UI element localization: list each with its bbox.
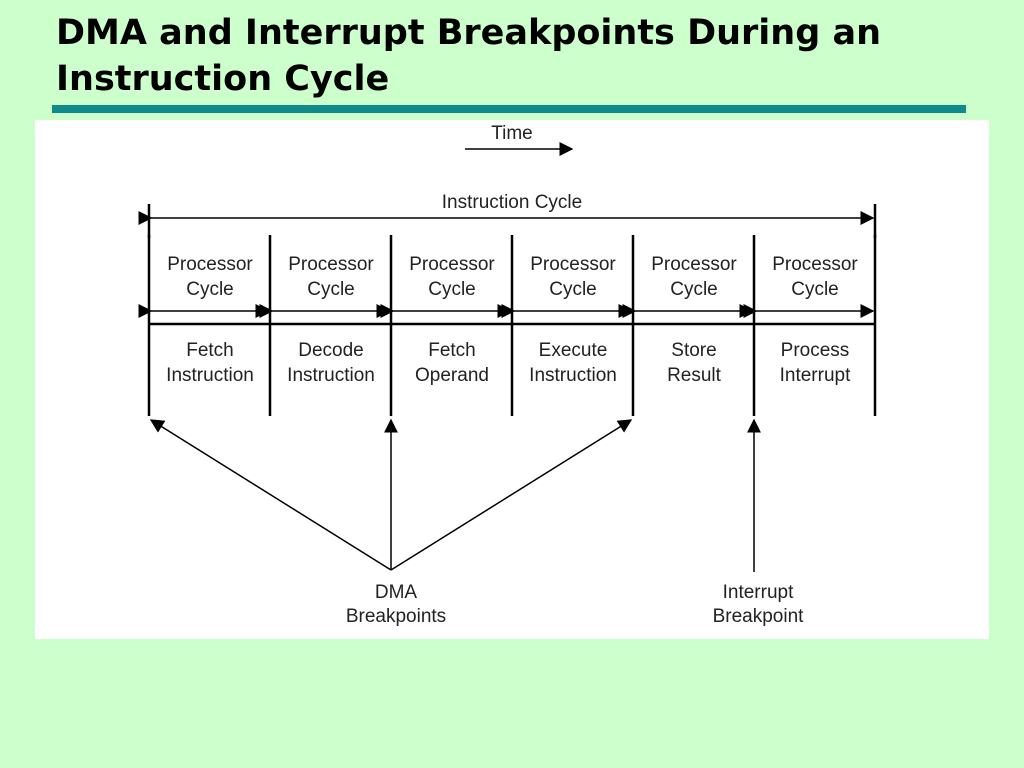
processor-cycle-label-line2: Cycle [428, 279, 476, 300]
stage-label-line2: Operand [415, 365, 489, 386]
stage-labels: Fetch Instruction Decode Instruction Fet… [166, 340, 851, 386]
title-underline-bar [52, 105, 966, 113]
diagram-panel: Time Instruction Cycle [35, 120, 989, 639]
processor-cycle-label-line1: Processor [409, 254, 495, 275]
processor-cycle-label-line1: Processor [288, 254, 374, 275]
processor-cycle-label-line2: Cycle [186, 279, 234, 300]
stage-label-line2: Result [667, 365, 722, 386]
slide-title-line1: DMA and Interrupt Breakpoints During an [56, 13, 881, 53]
stage-label-line1: Fetch [186, 340, 234, 361]
dma-arrow-left [149, 419, 392, 571]
processor-cycle-label-line2: Cycle [549, 279, 597, 300]
interrupt-label-line2: Breakpoint [713, 606, 805, 627]
dma-label-line2: Breakpoints [346, 606, 446, 627]
processor-cycle-label-line1: Processor [167, 254, 253, 275]
instruction-cycle-diagram: Time Instruction Cycle [138, 123, 877, 627]
dma-arrow-right [390, 419, 633, 571]
stage-label-line1: Fetch [428, 340, 476, 361]
stage-label-line1: Process [781, 340, 850, 361]
interrupt-label-line1: Interrupt [723, 582, 794, 603]
time-label: Time [491, 123, 533, 144]
processor-cycle-label-line2: Cycle [791, 279, 839, 300]
processor-cycle-label-line2: Cycle [307, 279, 355, 300]
slide-title-line2: Instruction Cycle [56, 59, 390, 99]
stage-label-line2: Interrupt [780, 365, 851, 386]
processor-cycle-label-line2: Cycle [670, 279, 718, 300]
processor-cycle-label-line1: Processor [651, 254, 737, 275]
stage-label-line2: Instruction [166, 365, 254, 386]
processor-cycle-label-line1: Processor [772, 254, 858, 275]
stage-label-line1: Execute [539, 340, 608, 361]
dma-label-line1: DMA [375, 582, 418, 603]
processor-cycle-label-line1: Processor [530, 254, 616, 275]
dma-breakpoint-arrows [149, 418, 633, 571]
processor-cycle-labels: Processor Cycle Processor Cycle Processo… [167, 254, 858, 300]
stage-label-line2: Instruction [529, 365, 617, 386]
slide-title: DMA and Interrupt Breakpoints During an … [56, 10, 996, 102]
instruction-cycle-label: Instruction Cycle [442, 192, 582, 213]
stage-label-line1: Decode [298, 340, 364, 361]
stage-label-line1: Store [671, 340, 716, 361]
column-dividers [147, 235, 877, 416]
stage-label-line2: Instruction [287, 365, 375, 386]
